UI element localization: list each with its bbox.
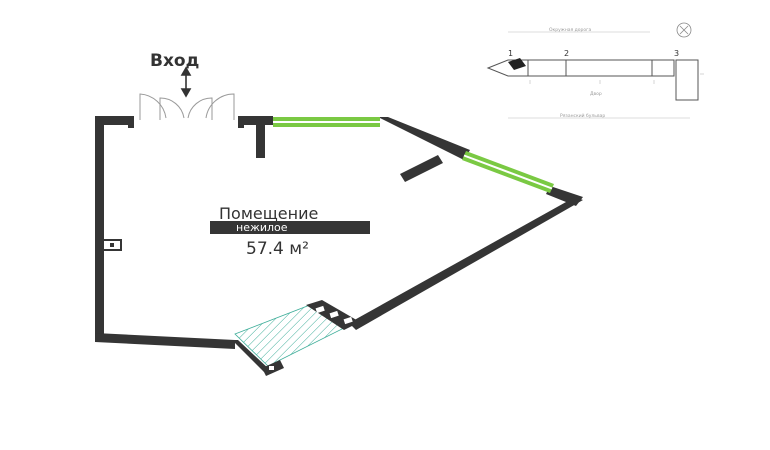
bottom-street-label: Рязанский бульвар [560,112,605,119]
corner-wall-top [378,117,470,160]
building-section-4 [675,59,699,101]
top-road-label: Окружная дорога [549,27,592,33]
door-leaf-2 [159,97,185,120]
entrance-arrow-icon [180,66,192,98]
entrance-label: Вход [150,51,199,71]
key-marker-2: 2 [564,49,569,58]
bottom-corner-wall [232,340,270,372]
key-marker-1: 1 [508,49,513,58]
building-section-2 [527,59,653,77]
bottom-wall [95,333,235,349]
sink-block [306,300,360,330]
room-walls [95,116,583,372]
room-type-badge [210,221,370,234]
diagonal-wall [349,197,583,330]
compass-icon [676,22,692,38]
windows [273,117,554,193]
room-type: нежилое [236,221,288,234]
interior-stub [256,116,265,158]
courtyard-label: Двор [590,91,602,97]
door-leaf-3 [187,97,213,120]
interior-partition [400,155,443,182]
window-diagonal-pane [463,154,553,190]
key-plan: Окружная дорога 1 2 3 Двор Рязанский бул… [486,22,704,119]
door-leaf-1 [139,93,167,120]
key-marker-3: 3 [674,49,679,58]
door-leaf-4 [205,93,235,120]
building-section-3 [651,59,675,77]
bottom-outlet-icon [262,360,284,376]
entrance-doors [139,93,235,120]
entrance-jamb-left [128,116,134,128]
outlet-icon [102,239,122,251]
left-wall [95,116,104,342]
room-name: Помещение [219,204,318,223]
selected-section-marker [508,58,526,70]
room-area: 57.4 м² [246,239,309,259]
top-left-wall [95,116,133,125]
